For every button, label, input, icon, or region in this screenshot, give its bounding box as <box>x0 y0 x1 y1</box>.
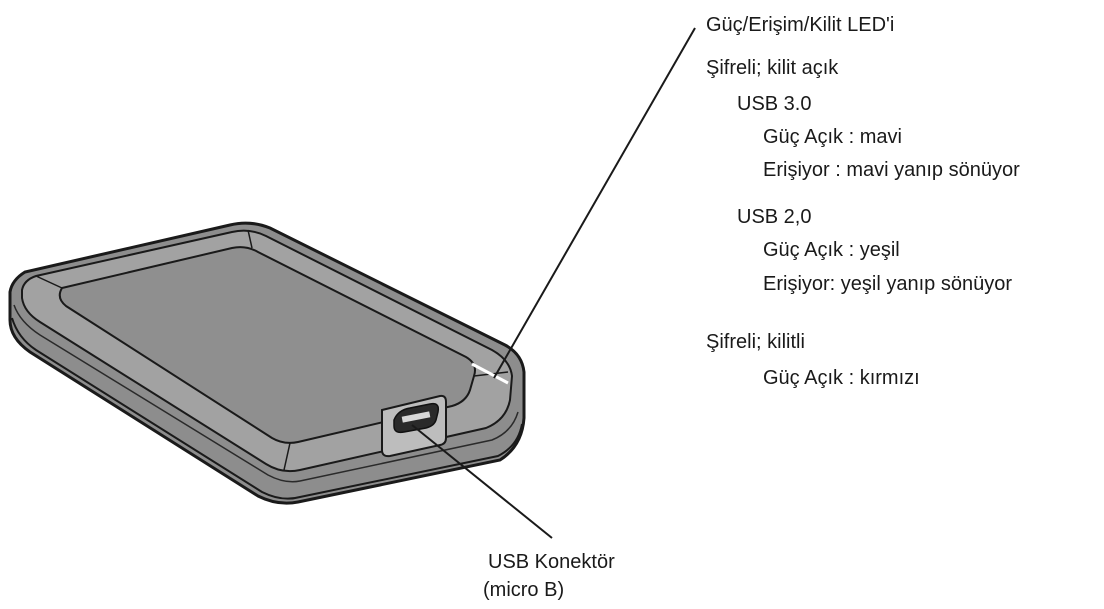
drive-side-line <box>13 304 519 483</box>
usb-connector-type: (micro B) <box>483 579 565 601</box>
usb-leader-line <box>411 424 553 539</box>
led-callout-title: Güç/Erişim/Kilit LED'i <box>706 14 895 36</box>
unlocked-heading: Şifreli; kilit açık <box>706 57 839 79</box>
locked-power-on: Güç Açık : kırmızı <box>763 367 920 389</box>
led-leader-line <box>493 27 696 379</box>
bezel-corner-left <box>35 275 63 289</box>
usb20-power-on: Güç Açık : yeşil <box>763 239 900 261</box>
usb30-power-on: Güç Açık : mavi <box>763 126 902 148</box>
bezel-corner-top <box>247 229 253 249</box>
led-indicator <box>471 362 509 385</box>
usb-port-tongue <box>401 411 431 423</box>
locked-heading: Şifreli; kilitli <box>706 331 805 353</box>
drive-side-band <box>11 317 523 500</box>
usb20-label: USB 2,0 <box>737 206 812 228</box>
usb30-accessing: Erişiyor : mavi yanıp sönüyor <box>763 159 1020 181</box>
bezel-corner-bottom <box>283 442 291 471</box>
usb-connector-label: USB Konektör <box>488 551 615 573</box>
usb30-label: USB 3.0 <box>737 93 812 115</box>
usb20-accessing: Erişiyor: yeşil yanıp sönüyor <box>763 273 1012 295</box>
drive-top-panel <box>58 246 476 444</box>
